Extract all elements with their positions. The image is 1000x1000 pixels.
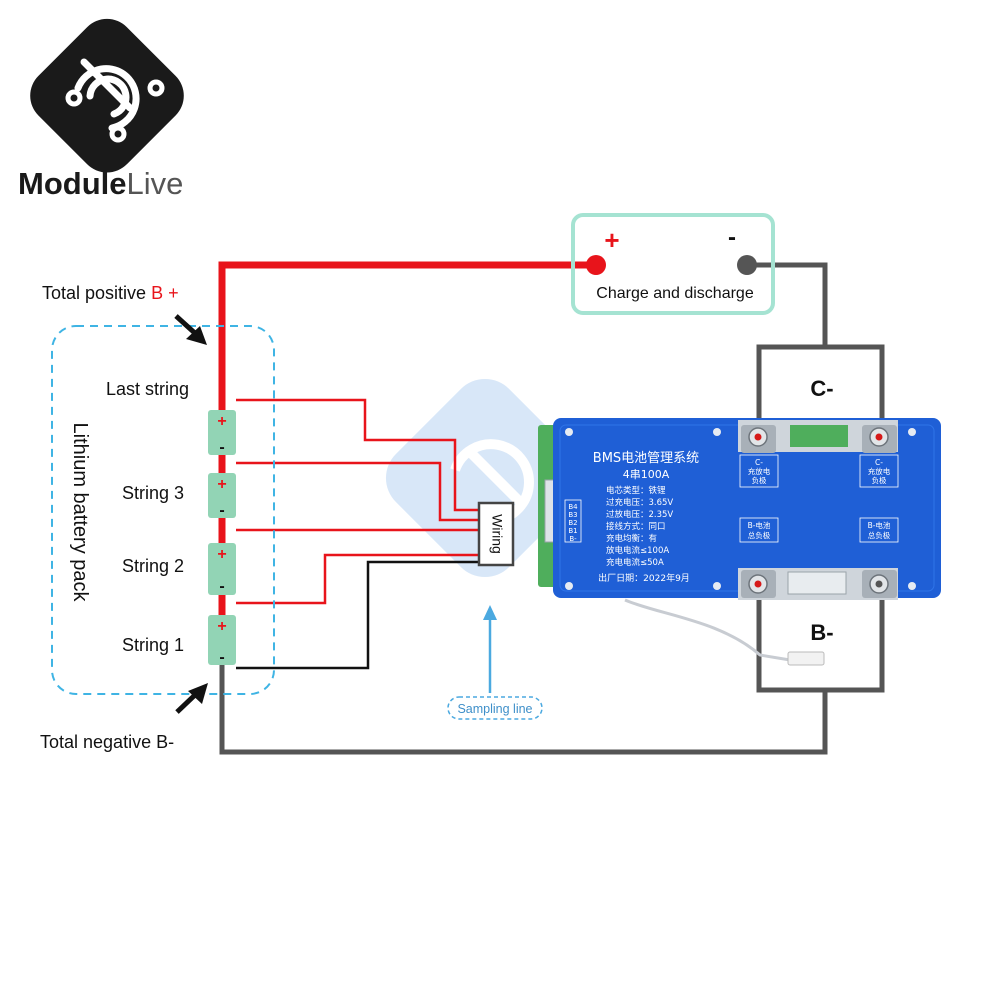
b-terminal-right <box>862 570 897 598</box>
label-string-2: String 2 <box>122 556 184 576</box>
b-right-label-2: 总负极 <box>868 530 891 540</box>
sampling-line-text: Sampling line <box>457 702 532 716</box>
b-left-label-1: B-电池 <box>748 520 771 530</box>
pin-b4: B4 <box>568 503 578 511</box>
spec-line-1: 电芯类型：铁锂 <box>606 485 666 496</box>
cell-1-minus: - <box>219 649 224 666</box>
charge-discharge-label: Charge and discharge <box>596 285 754 302</box>
cell-last-string: + - <box>208 410 236 456</box>
battery-pack-outline <box>51 325 275 695</box>
spec-line-3: 过放电压：2.35V <box>606 509 673 520</box>
battery-pack-label: Lithium battery pack <box>69 423 91 603</box>
charge-negative-terminal <box>737 255 757 275</box>
cell-1-plus: + <box>217 618 226 635</box>
spec-line-5: 充电均衡：有 <box>606 533 657 544</box>
c-left-label-2: 充放电 <box>748 466 771 476</box>
logo-badge <box>30 18 184 173</box>
sense-wires <box>236 398 480 670</box>
charge-negative-wire <box>747 262 828 347</box>
cell-string-1: + - <box>208 615 236 666</box>
sense-wire-b-minus <box>236 560 480 670</box>
spec-line-6: 放电电流≤100A <box>606 545 669 556</box>
charge-discharge-box: + - Charge and discharge <box>571 213 775 315</box>
sense-wire-b1 <box>236 553 480 605</box>
logo-circuit-icon <box>65 58 165 143</box>
charge-positive-terminal <box>586 255 606 275</box>
negative-main-wire <box>219 665 828 755</box>
bms-board-body <box>553 418 941 598</box>
sampling-arrow-icon <box>483 605 497 620</box>
pin-b2: B2 <box>568 519 577 527</box>
c-minus-loop <box>756 344 885 437</box>
bms-board: B4 B3 B2 B1 B- BMS电池管理系统 4串100A 电芯类型：铁锂 … <box>538 418 941 666</box>
cell-string-2: + - <box>208 543 236 595</box>
b-terminal-left <box>741 570 776 598</box>
c-right-label-2: 充放电 <box>868 466 891 476</box>
label-total-negative: Total negative B- <box>40 732 174 752</box>
label-total-positive-text: Total positive <box>42 283 151 303</box>
cell-last-plus: + <box>217 413 226 430</box>
label-string-1: String 1 <box>122 635 184 655</box>
board-date: 出厂日期：2022年9月 <box>598 572 690 584</box>
charge-minus-sign: - <box>728 224 736 251</box>
charge-plus-sign: + <box>604 225 619 255</box>
label-c-minus: C- <box>810 376 833 401</box>
cell-2-minus: - <box>219 578 224 595</box>
positive-main-wire <box>218 261 595 410</box>
label-string-3: String 3 <box>122 483 184 503</box>
pin-b3: B3 <box>568 511 577 519</box>
cell-last-minus: - <box>219 439 224 456</box>
label-total-positive-suffix: B + <box>151 283 179 303</box>
sampling-line-badge <box>447 696 543 720</box>
c-right-label-1: C- <box>875 458 883 467</box>
spec-line-7: 充电电流≤50A <box>606 557 664 568</box>
spec-line-2: 过充电压：3.65V <box>606 497 673 508</box>
modulelive-logo: ModuleLive <box>18 18 184 201</box>
spec-line-4: 接线方式：同口 <box>606 521 666 532</box>
cell-3-minus: - <box>219 502 224 519</box>
logo-word-module: Module <box>18 166 127 201</box>
temp-sensor-cable <box>624 598 791 662</box>
b-right-label-1: B-电池 <box>868 520 891 530</box>
sampling-line-callout: Sampling line <box>447 605 543 720</box>
temp-sensor-probe <box>787 651 825 666</box>
wiring-label: Wiring <box>489 514 505 554</box>
board-title: BMS电池管理系统 <box>593 451 699 466</box>
board-subtitle: 4串100A <box>623 468 670 481</box>
cell-3-plus: + <box>217 476 226 493</box>
c-left-label-3: 负极 <box>752 475 767 485</box>
pin-b1: B1 <box>568 527 577 535</box>
label-last-string: Last string <box>106 379 189 399</box>
b-minus-loop <box>756 585 885 693</box>
cell-string-3: + - <box>208 473 236 519</box>
c-terminal-left <box>741 425 776 453</box>
board-pin-labels: B4 B3 B2 B1 B- <box>564 499 582 543</box>
logo-wordmark: ModuleLive <box>18 166 183 201</box>
arrow-positive-icon <box>174 314 207 345</box>
c-right-label-3: 负极 <box>872 475 887 485</box>
logo-word-live: Live <box>127 166 184 201</box>
board-specs: 电芯类型：铁锂 过充电压：3.65V 过放电压：2.35V 接线方式：同口 充电… <box>606 485 673 568</box>
c-terminal-right <box>862 425 897 453</box>
pin-b-minus: B- <box>569 535 577 543</box>
sense-wire-b4 <box>236 398 480 512</box>
b-left-label-2: 总负极 <box>748 530 771 540</box>
label-b-minus: B- <box>810 620 833 645</box>
cell-2-plus: + <box>217 546 226 563</box>
sense-wire-b3 <box>236 461 480 522</box>
c-left-label-1: C- <box>755 458 763 467</box>
wiring-connector: Wiring <box>477 501 515 567</box>
watermark-logo <box>385 378 585 578</box>
label-total-positive: Total positive B + <box>42 283 179 303</box>
arrow-negative-icon <box>175 683 208 714</box>
